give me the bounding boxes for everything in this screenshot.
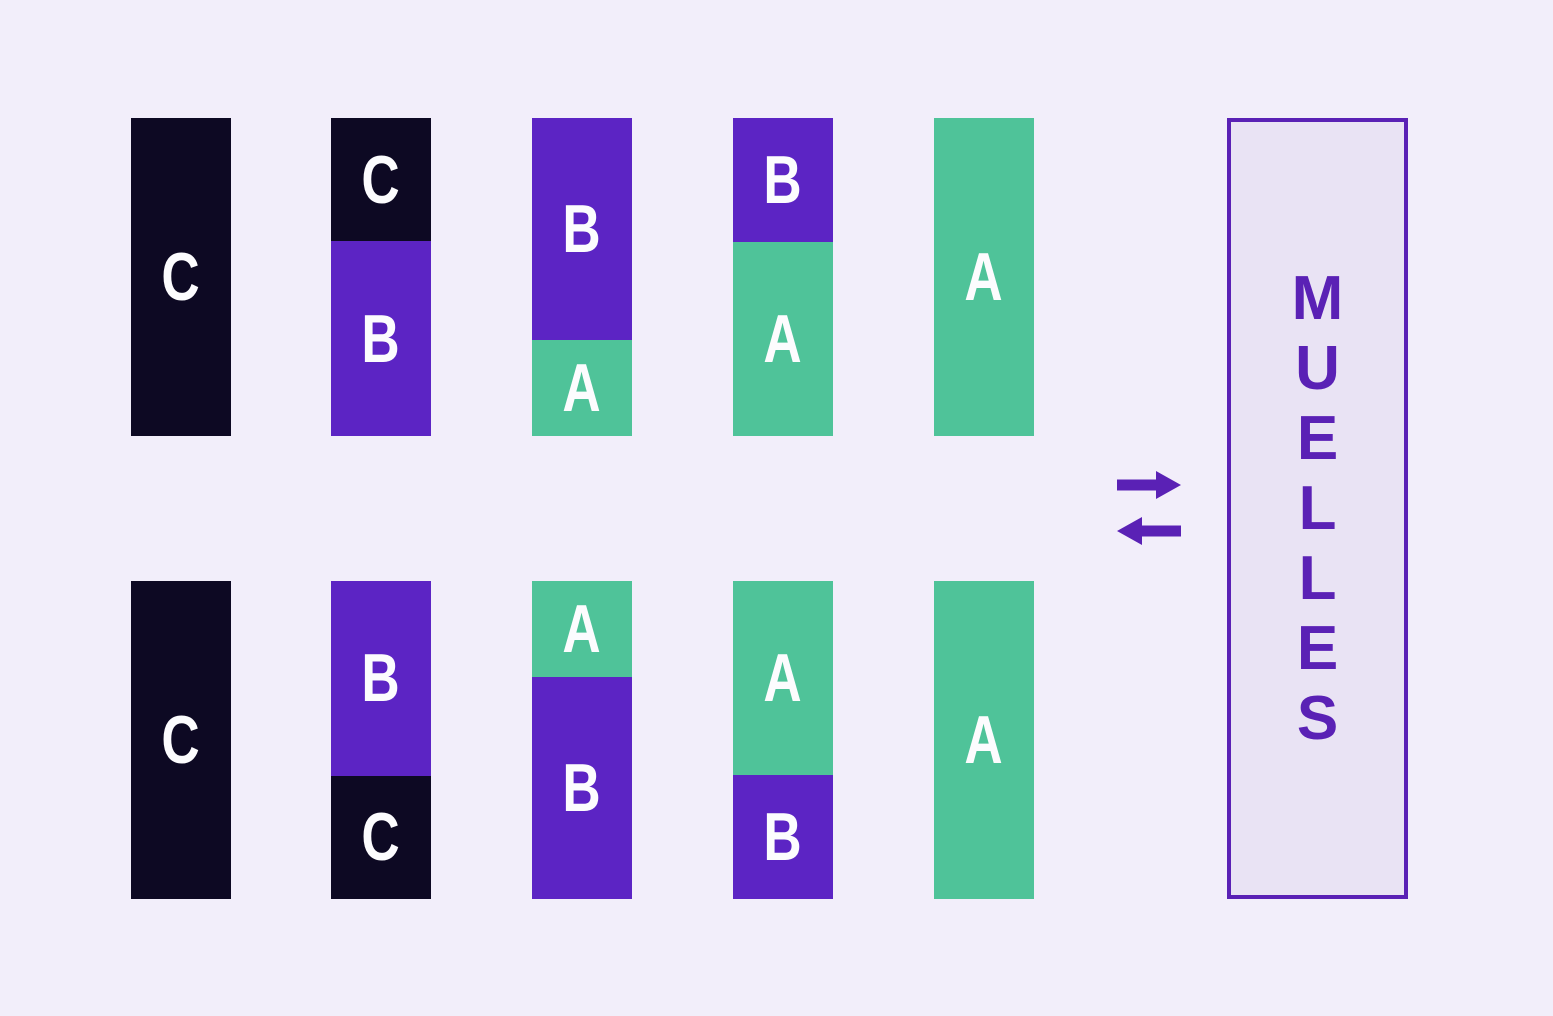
cargo-segment-label: A: [763, 301, 803, 377]
cargo-stack: A B: [532, 581, 632, 899]
cargo-segment-a: A: [934, 118, 1034, 436]
cargo-stack: C: [131, 118, 231, 436]
cargo-segment-a: A: [532, 339, 632, 436]
cargo-segment-label: B: [361, 300, 401, 377]
cargo-segment-b: B: [532, 118, 632, 340]
dock-panel: M U E L L E S: [1227, 118, 1408, 899]
cargo-stack: A B: [733, 581, 833, 899]
cargo-segment-label: A: [562, 591, 602, 668]
cargo-segment-c: C: [131, 581, 231, 899]
cargo-segment-label: B: [361, 640, 401, 717]
cargo-segment-label: C: [161, 239, 201, 315]
cargo-stack: B A: [733, 118, 833, 436]
dock-title-letter: E: [1296, 403, 1339, 473]
cargo-stack: B A: [532, 118, 632, 436]
cargo-segment-label: A: [562, 349, 602, 426]
cargo-segment-label: B: [562, 190, 602, 267]
cargo-segment-label: B: [763, 142, 803, 218]
dock-title-letter: U: [1295, 333, 1340, 403]
arrow-left-shape: [1117, 517, 1181, 545]
cargo-segment-a: A: [733, 581, 833, 775]
cargo-stack: A: [934, 581, 1034, 899]
arrow-left-icon: [1117, 517, 1181, 545]
dock-title-letter: E: [1296, 613, 1339, 683]
cargo-segment-label: C: [361, 141, 401, 218]
cargo-stack: C B: [331, 118, 431, 436]
cargo-segment-b: B: [331, 241, 431, 436]
cargo-stack: A: [934, 118, 1034, 436]
cargo-segment-b: B: [331, 581, 431, 776]
cargo-segment-c: C: [331, 118, 431, 242]
cargo-segment-b: B: [733, 774, 833, 899]
cargo-segment-b: B: [532, 677, 632, 899]
dock-title-letter: M: [1291, 263, 1344, 333]
arrow-right-icon: [1117, 471, 1181, 499]
cargo-segment-label: A: [964, 702, 1004, 778]
arrow-right-shape: [1117, 471, 1181, 499]
cargo-segment-c: C: [131, 118, 231, 436]
dock-title-letter: L: [1298, 473, 1337, 543]
cargo-segment-label: C: [161, 702, 201, 778]
cargo-segment-a: A: [532, 581, 632, 678]
cargo-segment-a: A: [733, 242, 833, 436]
cargo-segment-label: B: [763, 798, 803, 875]
cargo-segment-a: A: [934, 581, 1034, 899]
transfer-arrows: [1117, 471, 1183, 545]
cargo-segment-label: C: [361, 799, 401, 876]
cargo-segment-label: A: [964, 239, 1004, 315]
cargo-segment-b: B: [733, 118, 833, 243]
cargo-segment-label: A: [763, 639, 803, 716]
dock-title-letter: L: [1298, 543, 1337, 613]
cargo-stack: B C: [331, 581, 431, 899]
cargo-stack: C: [131, 581, 231, 899]
cargo-segment-label: B: [562, 750, 602, 826]
dock-title-letter: S: [1296, 683, 1339, 753]
cargo-segment-c: C: [331, 775, 431, 899]
